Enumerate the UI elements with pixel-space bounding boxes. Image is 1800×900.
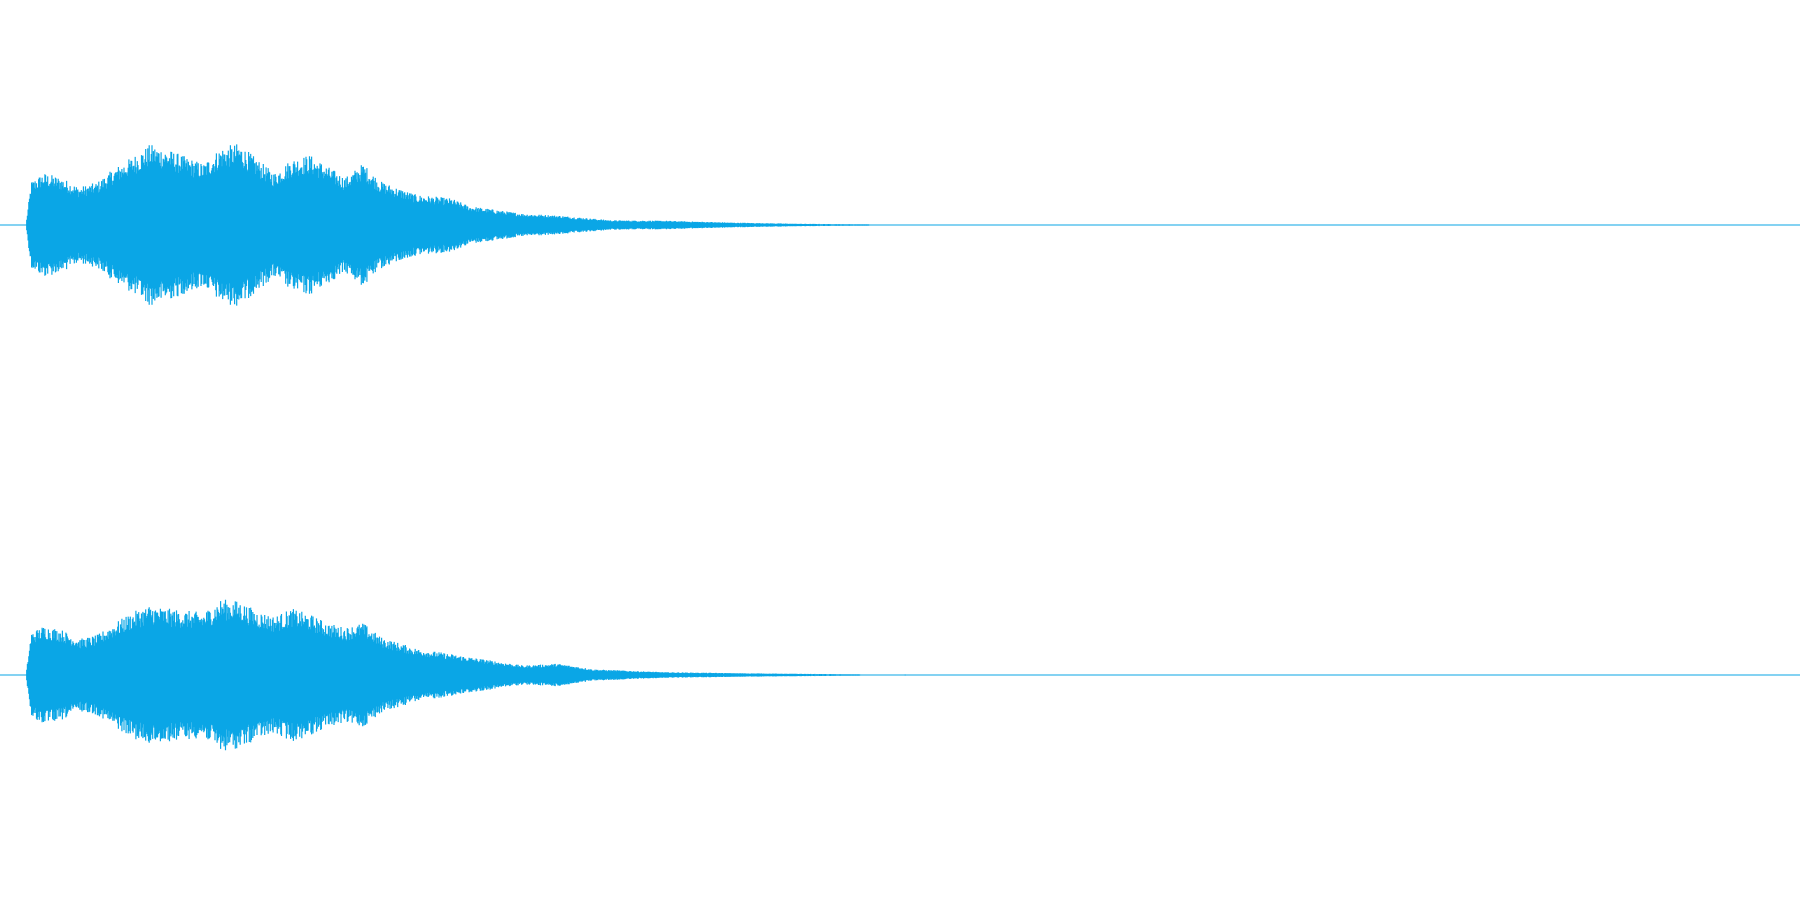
channel-bottom-waveform [26, 599, 908, 751]
channel-bottom[interactable] [0, 599, 1800, 751]
channel-top-waveform [26, 144, 871, 306]
channel-top[interactable] [0, 144, 1800, 306]
